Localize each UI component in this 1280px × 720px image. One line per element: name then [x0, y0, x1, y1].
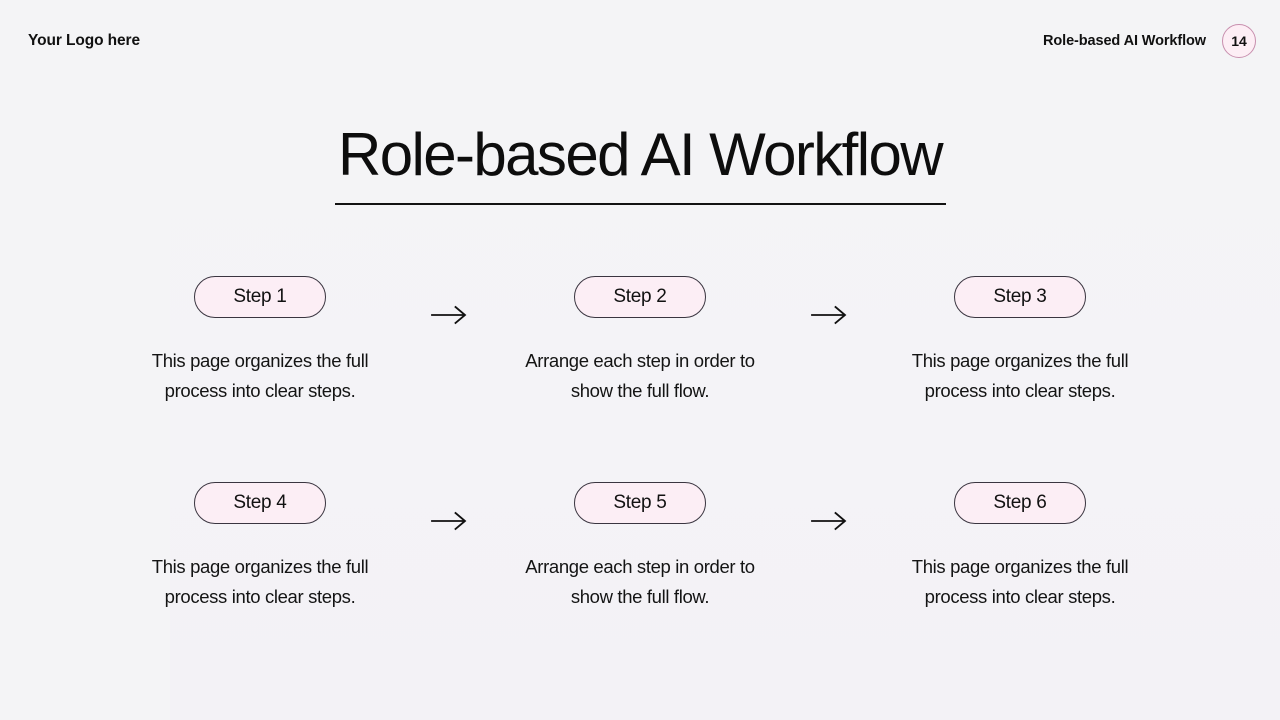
arrow-right-icon [811, 511, 849, 531]
step-card[interactable]: Step 3 This page organizes the full proc… [878, 276, 1162, 406]
step-pill[interactable]: Step 5 [574, 482, 706, 524]
step-card[interactable]: Step 5 Arrange each step in order to sho… [498, 482, 782, 612]
connector-arrow [782, 482, 878, 531]
step-pill[interactable]: Step 4 [194, 482, 326, 524]
connector-arrow [402, 276, 498, 325]
title-underline [334, 203, 946, 205]
arrow-right-icon [431, 511, 469, 531]
connector-arrow [782, 276, 878, 325]
page-number-badge: 14 [1222, 24, 1256, 58]
steps-row-2: Step 4 This page organizes the full proc… [0, 482, 1280, 688]
logo-text: Your Logo here [28, 32, 140, 49]
step-description: Arrange each step in order to show the f… [525, 556, 755, 607]
arrow-right-icon [811, 305, 849, 325]
step-description: This page organizes the full process int… [151, 350, 369, 401]
step-pill[interactable]: Step 2 [574, 276, 706, 318]
step-card[interactable]: Step 2 Arrange each step in order to sho… [498, 276, 782, 406]
steps-row-1: Step 1 This page organizes the full proc… [0, 276, 1280, 482]
arrow-right-icon [431, 305, 469, 325]
step-card[interactable]: Step 1 This page organizes the full proc… [118, 276, 402, 406]
connector-arrow [402, 482, 498, 531]
step-description: Arrange each step in order to show the f… [525, 350, 755, 401]
slide-header: Your Logo here Role-based AI Workflow 14 [0, 0, 1280, 82]
page-title: Role-based AI Workflow [338, 121, 944, 188]
header-right-group: Role-based AI Workflow 14 [1043, 24, 1256, 58]
step-card[interactable]: Step 6 This page organizes the full proc… [878, 482, 1162, 612]
step-pill[interactable]: Step 1 [194, 276, 326, 318]
title-block: Role-based AI Workflow [0, 121, 1280, 205]
step-description: This page organizes the full process int… [151, 556, 369, 607]
header-title: Role-based AI Workflow [1043, 33, 1206, 49]
step-card[interactable]: Step 4 This page organizes the full proc… [118, 482, 402, 612]
step-description: This page organizes the full process int… [911, 350, 1129, 401]
step-pill[interactable]: Step 3 [954, 276, 1086, 318]
steps-grid: Step 1 This page organizes the full proc… [0, 276, 1280, 688]
step-description: This page organizes the full process int… [911, 556, 1129, 607]
step-pill[interactable]: Step 6 [954, 482, 1086, 524]
